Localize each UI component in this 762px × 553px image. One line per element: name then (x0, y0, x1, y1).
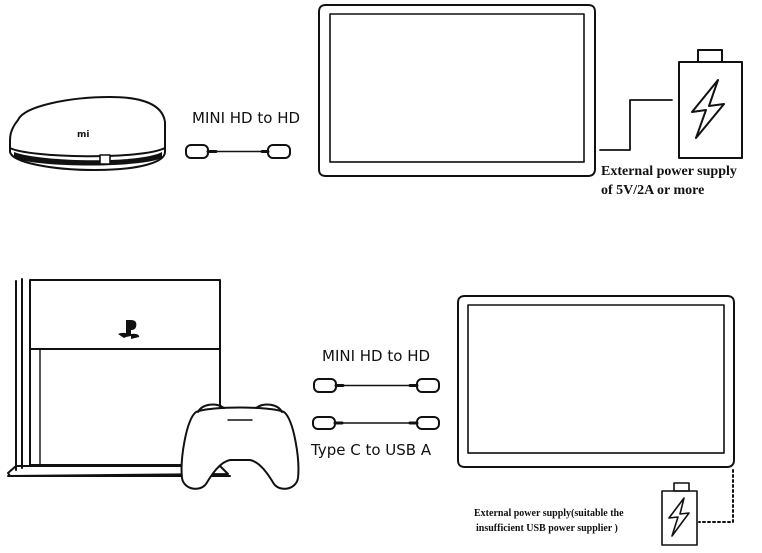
mini-hd-cable-icon (313, 378, 440, 393)
bottom-power-label-line2: insufficient USB power supplier ) (476, 523, 618, 534)
battery-icon (661, 482, 698, 546)
top-power-wire (599, 99, 673, 151)
bottom-cable2-label: Type C to USB A (311, 441, 432, 459)
top-cable-label: MINI HD to HD (192, 109, 301, 127)
bottom-power-wire (698, 469, 734, 523)
top-power-label-line1: External power supply (601, 164, 737, 179)
battery-icon (678, 49, 743, 159)
top-power-label-line2: of 5V/2A or more (601, 183, 705, 198)
portable-monitor-icon (318, 4, 596, 177)
portable-monitor-icon (457, 295, 735, 468)
tv-box-icon: mi (9, 96, 166, 171)
playstation-logo-icon (118, 320, 140, 339)
box-logo: mi (77, 130, 89, 140)
bottom-power-label-line1: External power supply(suitable the (474, 508, 624, 519)
mini-hd-cable-icon (185, 144, 291, 159)
bottom-cable1-label: MINI HD to HD (322, 347, 431, 365)
gamepad-icon (180, 403, 300, 490)
usb-cable-icon (312, 416, 440, 430)
